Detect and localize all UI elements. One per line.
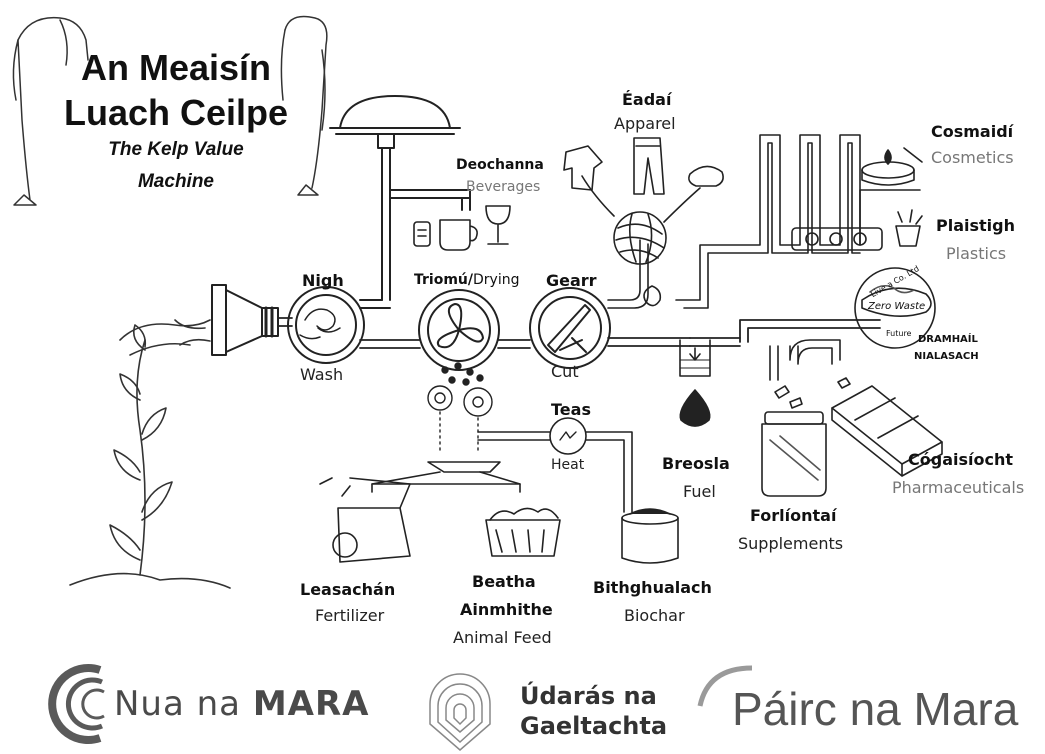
- drying-label-en: Drying: [473, 272, 520, 288]
- beverages-label-en: Beverages: [466, 179, 541, 195]
- pill-box-icon: [831, 377, 943, 477]
- apparel-icons: [563, 137, 724, 195]
- fuel-label-en: Fuel: [683, 482, 716, 501]
- fertilizer-label-en: Fertilizer: [315, 606, 385, 625]
- plastics-icon: [895, 209, 923, 247]
- chemical-pipes: [675, 134, 921, 309]
- cosmetics-label-en: Cosmetics: [931, 148, 1014, 167]
- hanging-seaweed-icon: [12, 15, 328, 206]
- drying-output-icon: [427, 362, 493, 455]
- nua-na-mara-wordmark: Nua na MARA: [114, 687, 369, 721]
- cut-label-en: Cut: [551, 362, 579, 381]
- fertilizer-spreader-icon: [319, 477, 411, 563]
- zero-waste-label-1: DRAMHAÍL: [918, 334, 978, 345]
- pharmaceuticals-label-ga: Cógaisíocht: [908, 450, 1013, 469]
- wash-label-ga: Nigh: [302, 271, 344, 290]
- distribution-pipe: [371, 461, 521, 493]
- biochar-label-en: Biochar: [624, 606, 685, 625]
- heat-label-en: Heat: [551, 457, 585, 473]
- nua-na-mara-part-2: MARA: [252, 684, 370, 724]
- drying-label: Triomú/Drying: [414, 273, 520, 287]
- wash-drum-icon: [287, 286, 365, 364]
- heat-pipe: [477, 417, 633, 513]
- animal-feed-label-en: Animal Feed: [453, 628, 552, 647]
- udaras-line-2: Gaeltachta: [520, 712, 668, 740]
- cut-label-ga: Gearr: [546, 271, 597, 290]
- wash-label-en: Wash: [300, 365, 344, 384]
- feed-trough-icon: [485, 507, 561, 557]
- zero-waste-badge-text: Zero Waste: [868, 301, 926, 312]
- subtitle-line-2: Machine: [137, 171, 215, 192]
- pairc-na-mara-wordmark: Páirc na Mara: [732, 683, 1019, 735]
- cosmetics-label-ga: Cosmaidí: [931, 122, 1014, 141]
- apparel-pipe: [607, 239, 662, 309]
- title-line-1: An Meaisín: [80, 47, 272, 88]
- plastics-label-en: Plastics: [946, 244, 1007, 263]
- udaras-line-1: Údarás na: [520, 682, 657, 710]
- nua-na-mara-logo-icon: [48, 664, 105, 744]
- pairc-swoosh-icon: [697, 665, 753, 707]
- main-pipe: [277, 317, 881, 349]
- supplements-label-ga: Forlíontaí: [750, 506, 837, 525]
- cosmetics-icon: [861, 147, 923, 186]
- title-line-2: Luach Ceilpe: [63, 92, 289, 133]
- kelp-plant-icon: [69, 324, 231, 589]
- animal-feed-label-ga-1: Beatha: [472, 572, 536, 591]
- beverages-label-ga: Deochanna: [456, 157, 544, 173]
- apparel-label-ga: Éadaí: [622, 90, 672, 109]
- drying-drum-icon: [418, 289, 500, 371]
- fuel-icon: [679, 339, 711, 427]
- pharmaceuticals-label-en: Pharmaceuticals: [892, 478, 1025, 497]
- logo-marks: [48, 664, 753, 751]
- kelp-feed-icon: [119, 319, 211, 356]
- cut-drum-icon: [529, 287, 611, 369]
- fertilizer-label-ga: Leasachán: [300, 580, 396, 599]
- heat-label-ga: Teas: [551, 400, 591, 419]
- beverages-icon: [413, 205, 511, 251]
- zero-waste-badge-bottom: Future: [886, 329, 912, 338]
- biochar-bucket-icon: [621, 508, 679, 564]
- dryer-dome-icon: [329, 95, 471, 309]
- zero-waste-label-2: NIALASACH: [914, 351, 979, 362]
- animal-feed-label-ga-2: Ainmhithe: [460, 600, 553, 619]
- apparel-label-en: Apparel: [614, 114, 676, 133]
- nua-na-mara-part-1: Nua na: [114, 684, 253, 724]
- medical-pipes: [769, 339, 841, 381]
- udaras-knot-icon: [429, 673, 491, 751]
- subtitle-line-1: The Kelp Value: [108, 139, 244, 160]
- drying-label-ga: Triomú/: [414, 272, 474, 288]
- yarn-ball-icon: [581, 175, 701, 265]
- plastics-label-ga: Plaistigh: [936, 216, 1015, 235]
- fuel-label-ga: Breosla: [662, 454, 730, 473]
- biochar-label-ga: Bithghualach: [593, 578, 712, 597]
- intake-funnel-icon: [211, 284, 279, 356]
- supplements-label-en: Supplements: [738, 534, 844, 553]
- zero-waste-badge: [854, 267, 936, 349]
- supplements-jar-icon: [761, 385, 827, 497]
